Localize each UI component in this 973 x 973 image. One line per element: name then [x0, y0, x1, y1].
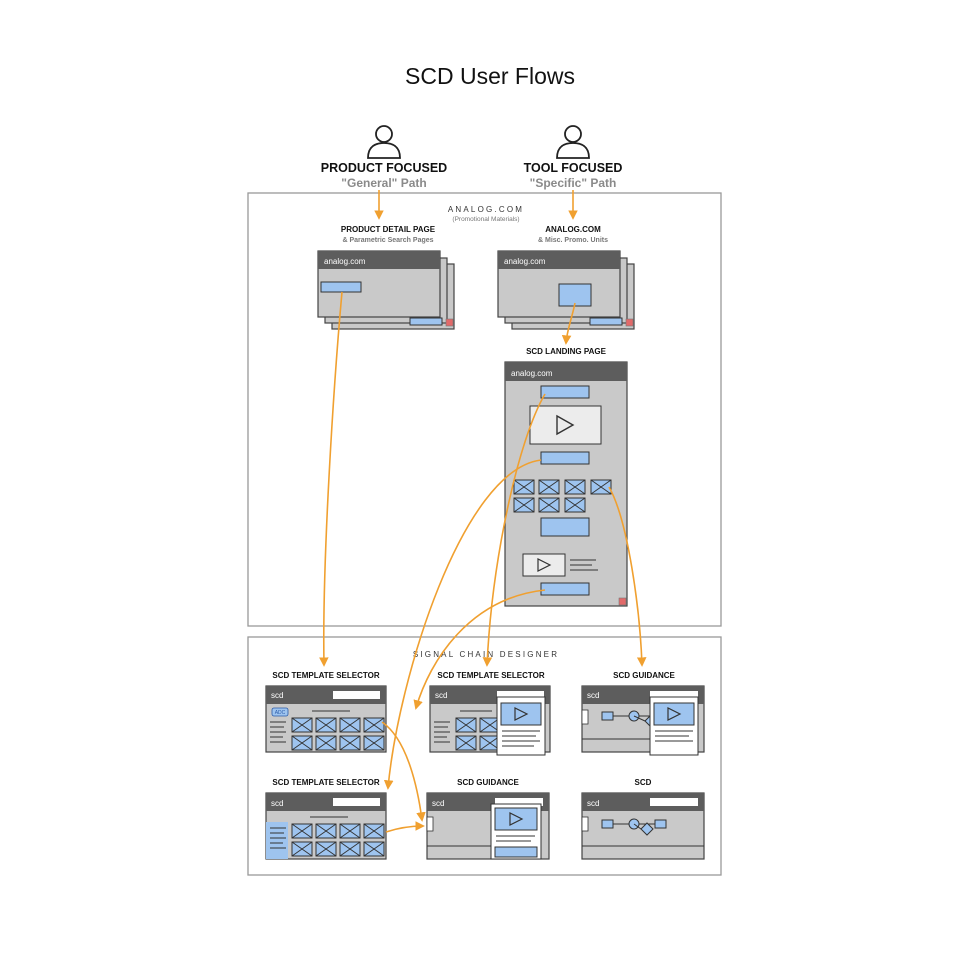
play-icon [514, 707, 529, 721]
arrow-product-detail-to-template-selector [319, 291, 343, 667]
node-title: SCD TEMPLATE SELECTOR [272, 671, 379, 680]
cta-button [320, 281, 362, 293]
persona-tool-focused: TOOL FOCUSED "Specific" Path [524, 125, 623, 190]
app-bar [266, 686, 386, 704]
promo-unit-back [589, 317, 623, 326]
user-icon [367, 125, 401, 159]
play-icon [667, 707, 682, 721]
filter-lines [270, 827, 286, 849]
app-bar [582, 793, 704, 811]
filter-badge-label: ADC [275, 710, 286, 716]
landing-button-2 [540, 451, 590, 465]
node-title: SCD TEMPLATE SELECTOR [437, 671, 544, 680]
node-template-selector-1: SCD TEMPLATE SELECTOR scd ADC [265, 671, 387, 753]
browser-bar [318, 251, 440, 269]
preview-video [500, 702, 542, 726]
search-box [333, 691, 380, 699]
node-guidance-2: SCD GUIDANCE scd [426, 778, 550, 860]
node-guidance-1: SCD GUIDANCE scd [581, 671, 705, 756]
node-title: PRODUCT DETAIL PAGE [341, 225, 436, 234]
guidance-video [494, 807, 538, 831]
persona-path: "General" Path [341, 176, 426, 190]
filter-lines [270, 721, 286, 743]
node-scd: SCD scd [581, 778, 705, 860]
persona-path: "Specific" Path [530, 176, 617, 190]
search-box [650, 798, 698, 806]
panel-tab [581, 816, 589, 832]
app-name: scd [271, 691, 283, 700]
analog-section-title: ANALOG.COM [448, 205, 524, 214]
filter-lines [434, 721, 450, 743]
page-title: SCD User Flows [405, 63, 575, 89]
app-bar [266, 793, 386, 811]
landing-button-4 [540, 582, 590, 596]
persona-name: TOOL FOCUSED [524, 161, 623, 175]
arrow-template-selector-3-to-guidance [385, 821, 425, 833]
resize-icon [445, 318, 454, 327]
scd-section-title: SIGNAL CHAIN DESIGNER [413, 650, 559, 659]
landing-button-3 [540, 517, 590, 537]
guidance-video [653, 702, 695, 726]
analog-section-subtitle: (Promotional Materials) [452, 216, 519, 223]
node-title: SCD GUIDANCE [457, 778, 519, 787]
node-scd-landing-page: SCD LANDING PAGE analog.com [504, 347, 628, 607]
user-icon [556, 125, 590, 159]
play-icon [537, 558, 552, 572]
landing-button-1 [540, 385, 590, 399]
cta-button-back [409, 317, 443, 326]
panel-tab [426, 816, 434, 832]
search-box [333, 798, 380, 806]
resize-icon [625, 318, 634, 327]
node-template-selector-3: SCD TEMPLATE SELECTOR scd [265, 778, 387, 860]
browser-url: analog.com [324, 257, 366, 266]
browser-url: analog.com [511, 369, 553, 378]
resize-icon [618, 597, 627, 606]
play-icon [509, 812, 524, 826]
promo-unit [558, 283, 592, 307]
filter-badge [271, 707, 289, 717]
node-title: SCD TEMPLATE SELECTOR [272, 778, 379, 787]
search-box [497, 691, 544, 699]
search-box [495, 798, 543, 806]
arrow-landing-to-template-selector-3 [383, 459, 542, 790]
panel-tab [581, 709, 589, 725]
video-player [529, 405, 602, 445]
node-title: SCD LANDING PAGE [526, 347, 607, 356]
arrow-landing-to-template-selector-2 [482, 393, 546, 667]
browser-bar [505, 362, 627, 381]
app-name: scd [271, 799, 283, 808]
app-name: scd [435, 691, 447, 700]
app-name: scd [432, 799, 444, 808]
node-title: SCD GUIDANCE [613, 671, 675, 680]
node-product-detail-page: PRODUCT DETAIL PAGE & Parametric Search … [317, 225, 455, 330]
app-name: scd [587, 799, 599, 808]
search-box [650, 691, 698, 699]
arrow-template-selector-to-guidance [381, 721, 426, 822]
node-analog-home: ANALOG.COM & Misc. Promo. Units analog.c… [497, 225, 635, 330]
node-title: ANALOG.COM [545, 225, 601, 234]
filter-panel-highlight [266, 822, 288, 859]
browser-bar [498, 251, 620, 269]
node-template-selector-2: SCD TEMPLATE SELECTOR scd [429, 671, 551, 756]
node-subtitle: & Parametric Search Pages [342, 237, 433, 244]
arrow-landing-to-template-selector-1 [413, 589, 546, 710]
browser-url: analog.com [504, 257, 546, 266]
persona-product-focused: PRODUCT FOCUSED "General" Path [321, 125, 447, 190]
node-subtitle: & Misc. Promo. Units [538, 237, 608, 244]
flow-arrows [319, 190, 647, 833]
guidance-next [494, 846, 538, 858]
play-icon [556, 414, 575, 436]
signal-chain-diagram [601, 818, 667, 836]
video-thumbnail [522, 553, 566, 577]
scd-section-title-bg [408, 649, 564, 660]
arrow-landing-to-guidance [608, 486, 647, 667]
arrow-analog-to-landing [561, 302, 576, 345]
app-name: scd [587, 691, 599, 700]
persona-name: PRODUCT FOCUSED [321, 161, 447, 175]
node-title: SCD [635, 778, 652, 787]
